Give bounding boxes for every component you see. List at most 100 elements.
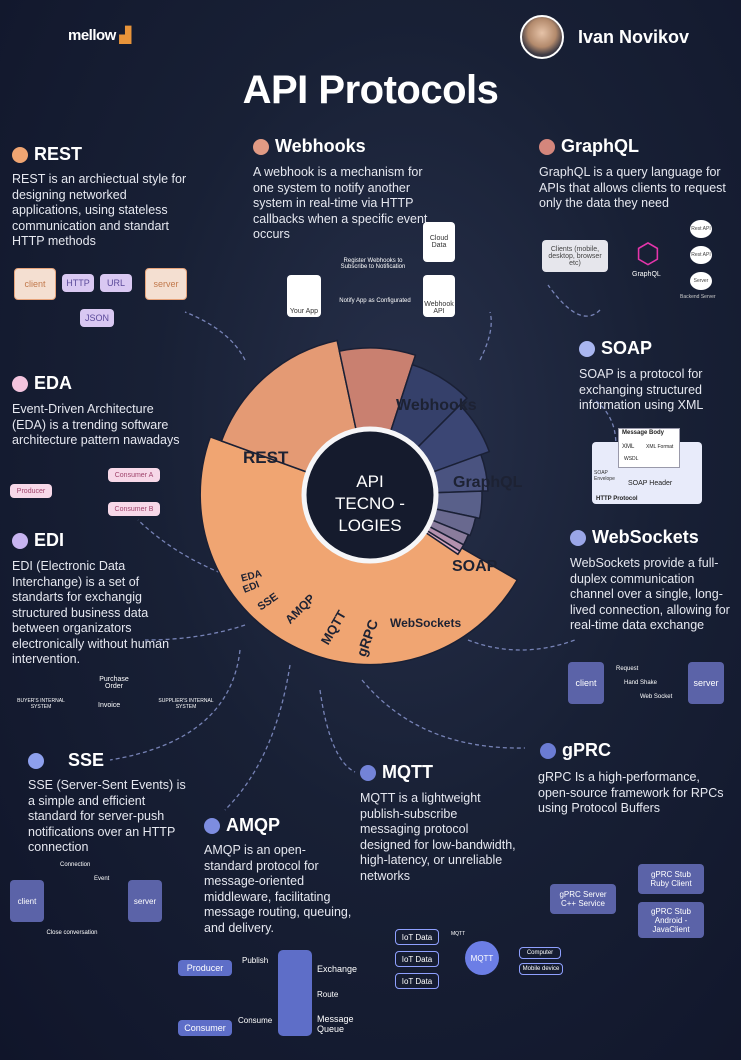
webhooks-heading: Webhooks <box>253 136 366 157</box>
graphql-clients-box: Clients (mobile, desktop, browser etc) <box>542 240 608 272</box>
edi-buyer-label: BUYER'S INTERNAL SYSTEM <box>17 698 65 710</box>
sse-close-label: Close conversation <box>46 930 98 936</box>
websockets-heading: WebSockets <box>570 527 699 548</box>
sse-description: SSE (Server-Sent Events) is a simple and… <box>28 778 186 854</box>
mellow-logo: mellow ▟ <box>68 27 131 44</box>
sse-diagram: client server Connection Event Close con… <box>10 860 165 942</box>
edi-invoice-label: Invoice <box>98 702 121 709</box>
mqtt-diagram: IoT Data IoT Data IoT Data MQTT MQTT Com… <box>395 925 565 991</box>
edi-supplier-label: SUPPLIER'S INTERNAL SYSTEM <box>158 698 214 710</box>
amqp-exchange-label: Exchange <box>317 964 358 974</box>
rest-url-pill: URL <box>100 274 132 292</box>
rest-heading: REST <box>12 144 82 165</box>
connector-graphql <box>547 284 601 317</box>
grpc-cpp-label: C++ Service <box>560 899 606 908</box>
rest-server-box: server <box>145 268 187 300</box>
soap-header-label: SOAP Header <box>628 480 673 487</box>
graphql-heading: GraphQL <box>539 136 639 157</box>
webhooks-notify-label: Notify App as Configurated <box>339 298 411 304</box>
grpc-stub1-label: gPRC Stub <box>650 870 692 879</box>
grpc-heading: gPRC <box>540 740 611 761</box>
mqtt-iot-3: IoT Data <box>395 973 439 989</box>
websockets-handshake-label: Hand Shake <box>624 680 658 686</box>
soap-dot <box>579 340 595 357</box>
webhooks-diagram: Your App Cloud Data Register Webhooks to… <box>285 220 465 320</box>
graphql-backend-label: Backend Server <box>680 294 716 300</box>
eda-heading: EDA <box>12 373 72 394</box>
connector-websockets <box>467 639 576 651</box>
wheel-label-soap: SOAP <box>452 558 498 575</box>
mqtt-iot-1: IoT Data <box>395 929 439 945</box>
mqtt-iot-2: IoT Data <box>395 951 439 967</box>
rest-http-pill: HTTP <box>62 274 94 292</box>
grpc-dot <box>540 742 556 759</box>
graphql-dot <box>539 138 555 155</box>
webhooks-your-app: Your App <box>287 275 321 317</box>
edi-dot <box>12 532 28 549</box>
graphql-node-1: Rest API <box>690 220 712 238</box>
amqp-consume-label: Consume <box>238 1016 273 1025</box>
websockets-description: WebSockets provide a full-duplex communi… <box>570 556 730 632</box>
sse-heading: SSE <box>28 750 104 771</box>
webhooks-description: A webhook is a mechanism for one system … <box>253 165 428 241</box>
connector-eda <box>137 519 241 581</box>
mqtt-dot <box>360 764 376 781</box>
connector-mqtt <box>319 689 356 773</box>
webhooks-register-label: Register Webhooks to Subscribe to Notifi… <box>340 258 406 270</box>
soap-http-label: HTTP Protocol <box>596 496 638 502</box>
grpc-stub2-label: gPRC Stub <box>650 906 692 916</box>
soap-letter <box>618 428 680 468</box>
edi-heading: EDI <box>12 530 64 551</box>
soap-body-label: Message Body <box>622 430 665 436</box>
grpc-stub-android: gPRC Stub Android - JavaClient <box>638 902 704 938</box>
websockets-client-box: client <box>568 662 604 704</box>
mqtt-heading: MQTT <box>360 762 433 783</box>
connector-sse <box>109 649 241 761</box>
graphql-description: GraphQL is a query language for APIs tha… <box>539 165 726 210</box>
connector-amqp <box>224 664 291 811</box>
wheel-label-rest: REST <box>243 448 289 467</box>
amqp-route-label: Route <box>317 990 339 999</box>
sse-client-box: client <box>10 880 44 922</box>
mqtt-computer: Computer <box>519 947 561 959</box>
eda-consumer-b: Consumer B <box>108 502 160 516</box>
rest-json-pill: JSON <box>80 309 114 327</box>
soap-wsdl-label: WSDL <box>624 456 639 462</box>
sse-connection-label: Connection <box>60 862 91 868</box>
grpc-stub-ruby: gPRC Stub Ruby Client <box>638 864 704 894</box>
rest-dot <box>12 146 28 163</box>
amqp-heading: AMQP <box>204 815 280 836</box>
avatar <box>520 15 564 59</box>
grpc-server-box: gPRC Server C++ Service <box>550 884 616 914</box>
webhooks-webhook-api: Webhook API <box>423 275 455 317</box>
grpc-ruby-label: Ruby Client <box>650 879 692 888</box>
eda-consumer-a: Consumer A <box>108 468 160 482</box>
websockets-server-box: server <box>688 662 724 704</box>
rest-client-box: client <box>14 268 56 300</box>
graphql-label: GraphQL <box>632 271 661 278</box>
rest-diagram: client HTTP URL server JSON <box>10 260 210 335</box>
edi-diagram: BUYER'S INTERNAL SYSTEM Purchase Order I… <box>10 674 220 716</box>
soap-envelope-label: SOAP Envelope <box>594 470 615 482</box>
amqp-queue-label: Message Queue <box>317 1014 354 1034</box>
author-badge: Ivan Novikov <box>520 12 735 62</box>
amqp-description: AMQP is an open-standard protocol for me… <box>204 843 352 935</box>
amqp-broker <box>278 950 312 1036</box>
eda-description: Event-Driven Architecture (EDA) is a tre… <box>12 402 180 447</box>
soap-heading: SOAP <box>579 338 652 359</box>
connector-edi <box>144 624 246 641</box>
mqtt-mobile: Mobile device <box>519 963 563 975</box>
eda-dot <box>12 375 28 392</box>
connector-rest <box>184 311 246 361</box>
wheel-label-graphql: GraphQL <box>453 474 523 491</box>
websockets-request-label: Request <box>616 666 639 672</box>
rest-description: REST is an archiectual style for designi… <box>12 172 187 248</box>
connector-soap <box>594 399 617 456</box>
hub-line2: TECNO - <box>335 494 405 513</box>
mqtt-description: MQTT is a lightweight publish-subscribe … <box>360 791 516 883</box>
websockets-diagram: client server Request Hand Shake Web Soc… <box>568 660 726 708</box>
hub-line1: API <box>356 472 383 491</box>
webhooks-cloud-data: Cloud Data <box>423 222 455 262</box>
